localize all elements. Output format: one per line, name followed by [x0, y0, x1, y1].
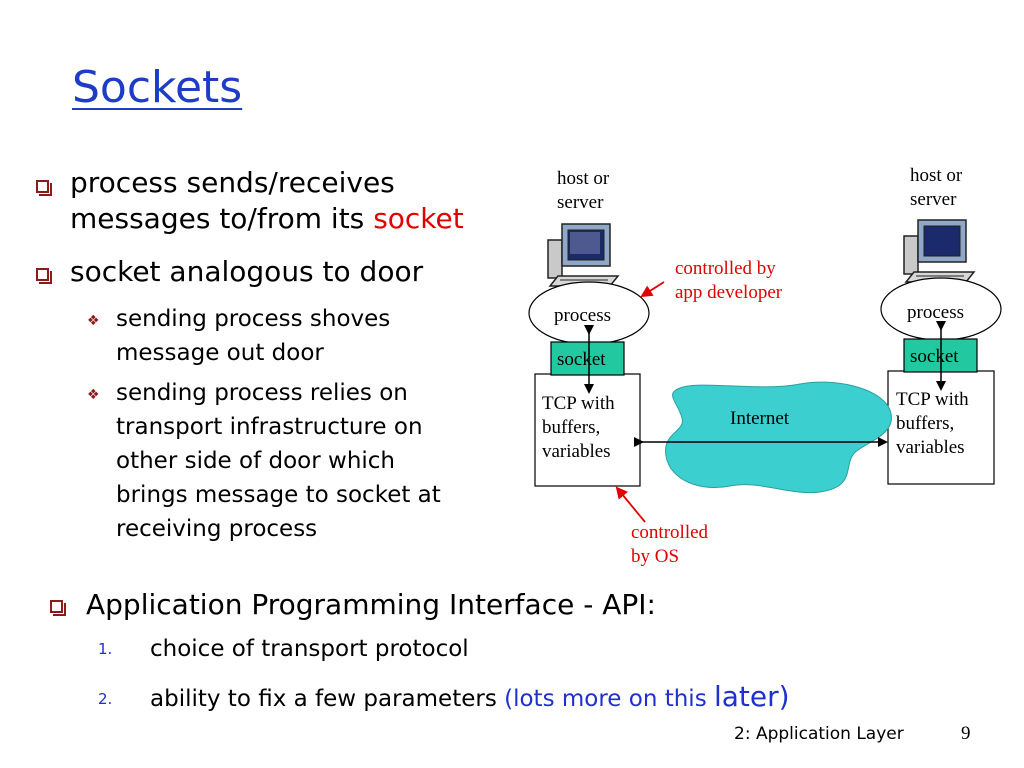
list-number-1: 1. [98, 640, 113, 658]
right-socket-label: socket [910, 346, 959, 367]
square-bullet-icon [36, 180, 52, 196]
square-bullet-icon [50, 600, 66, 616]
left-tcp-line: buffers, [542, 417, 601, 438]
controlled-app-line: controlled by [675, 258, 776, 279]
sub-bullet-2-line: sending process relies on [116, 380, 408, 406]
right-computer-icon [903, 219, 976, 283]
controlled-os-line: controlled [631, 522, 709, 543]
sub-bullet-1: sending process shoves message out door [116, 302, 390, 370]
square-bullet-icon [36, 268, 52, 284]
left-process-label: process [554, 305, 611, 326]
sub-bullet-2-line: transport infrastructure on [116, 414, 423, 440]
api-heading: Application Programming Interface - API: [86, 588, 656, 621]
left-computer-icon [547, 223, 620, 287]
diamond-bullet-icon: ❖ [87, 387, 100, 403]
right-host-line: host or [910, 165, 963, 186]
left-host-line: host or [557, 168, 610, 189]
controlled-by-app-label: controlled by app developer [675, 257, 782, 305]
api-item-2-note: (lots more on this [504, 686, 714, 712]
os-arrow [615, 486, 646, 523]
controlled-os-line: by OS [631, 546, 680, 567]
api-item-2-text: ability to fix a few parameters [150, 686, 505, 712]
diamond-bullet-icon: ❖ [87, 313, 100, 329]
right-tcp-line: TCP with [896, 389, 969, 410]
right-host-label: host or server [910, 164, 962, 212]
bullet-2: socket analogous to door [70, 255, 424, 288]
list-number-2: 2. [98, 690, 113, 708]
sub-bullet-2-line: brings message to socket at [116, 482, 441, 508]
left-socket-label: socket [557, 349, 606, 370]
socket-highlight: socket [373, 202, 464, 235]
left-tcp-line: TCP with [542, 393, 615, 414]
sub-bullet-2: sending process relies on transport infr… [116, 376, 441, 546]
api-item-1: choice of transport protocol [150, 636, 469, 662]
sub-bullet-2-line: other side of door which [116, 448, 396, 474]
bullet-1-line2: messages to/from its socket [70, 201, 464, 237]
left-host-line: server [557, 192, 604, 213]
api-item-2-later: later) [713, 680, 790, 713]
page-number: 9 [961, 723, 971, 744]
right-host-line: server [910, 189, 957, 210]
api-item-2: ability to fix a few parameters (lots mo… [150, 680, 790, 716]
app-dev-arrow [640, 281, 665, 298]
left-tcp-line: variables [542, 441, 611, 462]
footer-chapter: 2: Application Layer [734, 724, 904, 744]
sub-bullet-1-line2: message out door [116, 340, 324, 366]
left-host-label: host or server [557, 167, 609, 215]
controlled-app-line: app developer [675, 282, 783, 303]
internet-label: Internet [730, 408, 790, 429]
sub-bullet-1-line1: sending process shoves [116, 306, 391, 332]
sub-bullet-2-line: receiving process [116, 516, 318, 542]
right-tcp-line: buffers, [896, 413, 955, 434]
right-tcp-label: TCP with buffers, variables [896, 388, 969, 460]
left-tcp-label: TCP with buffers, variables [542, 392, 615, 464]
right-process-label: process [907, 302, 964, 323]
bullet-1: process sends/receives messages to/from … [70, 165, 464, 237]
slide-title: Sockets [72, 62, 243, 113]
controlled-by-os-label: controlled by OS [631, 521, 708, 569]
right-tcp-line: variables [896, 437, 965, 458]
bullet-1-text: messages to/from its [70, 202, 374, 235]
bullet-1-line1: process sends/receives [70, 166, 395, 199]
internet-cloud [665, 381, 892, 494]
